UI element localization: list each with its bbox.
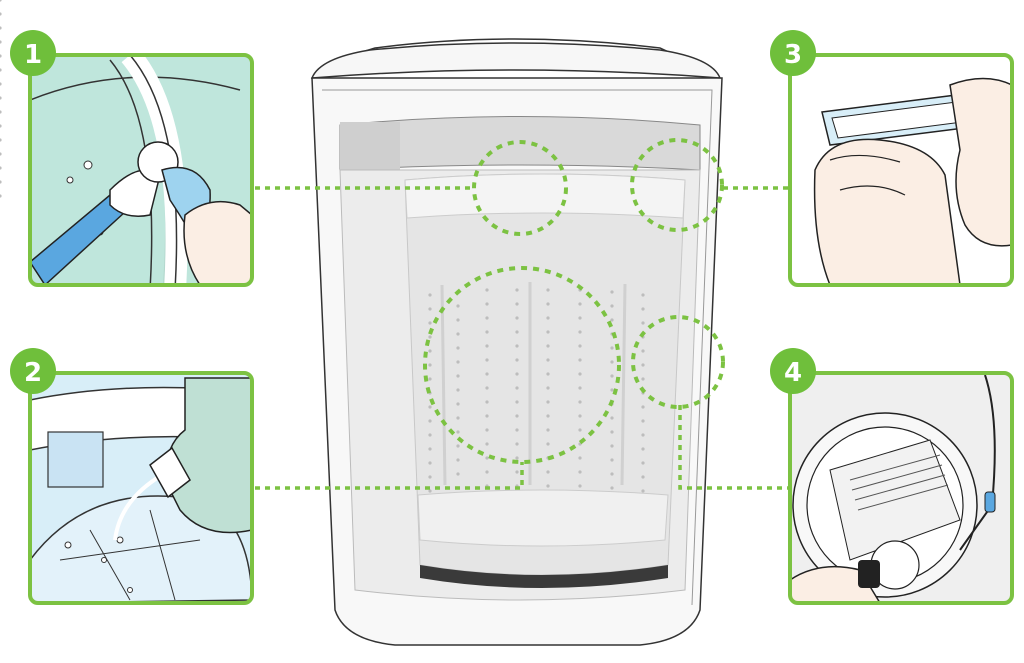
connector-step-2 [255,462,524,490]
hand-front [813,138,961,285]
step-number-1: 1 [24,40,42,70]
machine-lid-rim [310,42,722,79]
step-number-3: 3 [784,40,802,70]
hotspot-filter [630,138,724,232]
detergent-bottle [164,377,252,534]
connector-step-4 [678,405,790,490]
washing-machine [0,0,723,646]
hotspots [423,138,725,464]
tub-top-ring-left [340,122,400,170]
hand [183,200,252,285]
drum-holes [0,0,2,198]
step-4-panel [788,371,1014,605]
hotspot-drum [423,266,621,464]
hotspot-gasket [472,140,568,236]
hand [790,565,882,603]
step-number-2: 2 [24,358,42,388]
step-number-4: 4 [784,358,802,388]
hotspot-drain [631,315,725,409]
step-badge-2: 2 [10,348,56,394]
step-badge-3: 3 [770,30,816,76]
hotspot-connectors [255,186,790,490]
step-badge-1: 1 [10,30,56,76]
step-1-panel [28,53,254,287]
step-3-panel [788,53,1014,287]
drum-bottom [420,565,668,588]
drum-ribs [440,282,627,486]
step-2-panel [28,371,254,605]
drum-lower-band [417,489,669,547]
step-badge-4: 4 [770,348,816,394]
hand-back [949,77,1012,247]
machine-body-inner-edge [322,89,713,606]
